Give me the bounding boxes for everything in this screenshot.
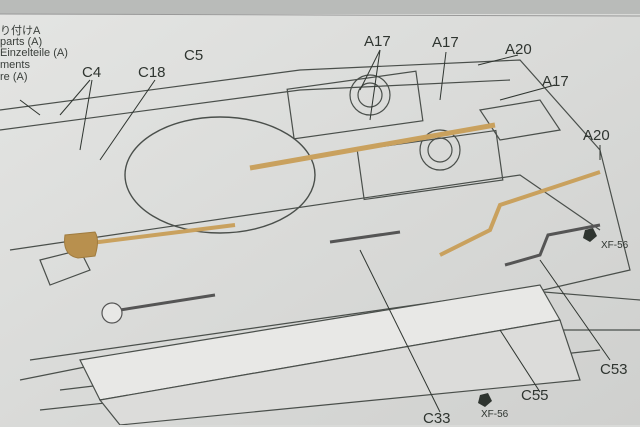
tan-parts <box>64 122 601 259</box>
crank-part <box>439 170 601 257</box>
part-label-a20: A20 <box>505 41 532 58</box>
paint-label-xf56: XF-56 <box>481 409 509 420</box>
part-label-c5: C5 <box>184 47 204 64</box>
paint-marker-icon <box>478 393 492 407</box>
fender-drawing <box>79 284 581 425</box>
legend-line: り付けA <box>0 25 41 37</box>
legend-line: Einzelteile (A) <box>0 47 68 59</box>
shovel-handle-part <box>74 223 236 247</box>
part-label-a17: A17 <box>432 34 459 51</box>
part-label-a17: A17 <box>542 73 569 90</box>
part-label-c33: C33 <box>423 410 451 427</box>
gray-parts <box>101 223 601 324</box>
part-label-c53: C53 <box>600 361 628 378</box>
assembly-arrows <box>19 49 611 413</box>
part-label-c4: C4 <box>82 64 102 81</box>
paint-label-xf56: XF-56 <box>601 240 629 251</box>
paint-marker-icon <box>583 228 597 242</box>
part-label-a17: A17 <box>364 33 391 50</box>
part-label-c18: C18 <box>138 64 166 81</box>
part-label-c55: C55 <box>521 387 549 404</box>
legend-line: parts (A) <box>0 36 43 48</box>
legend-line: re (A) <box>0 71 28 83</box>
shovel-blade-part <box>64 231 98 259</box>
tow-bar-part <box>249 122 496 171</box>
legend-line: ments <box>0 59 30 71</box>
part-label-a20: A20 <box>583 127 610 144</box>
